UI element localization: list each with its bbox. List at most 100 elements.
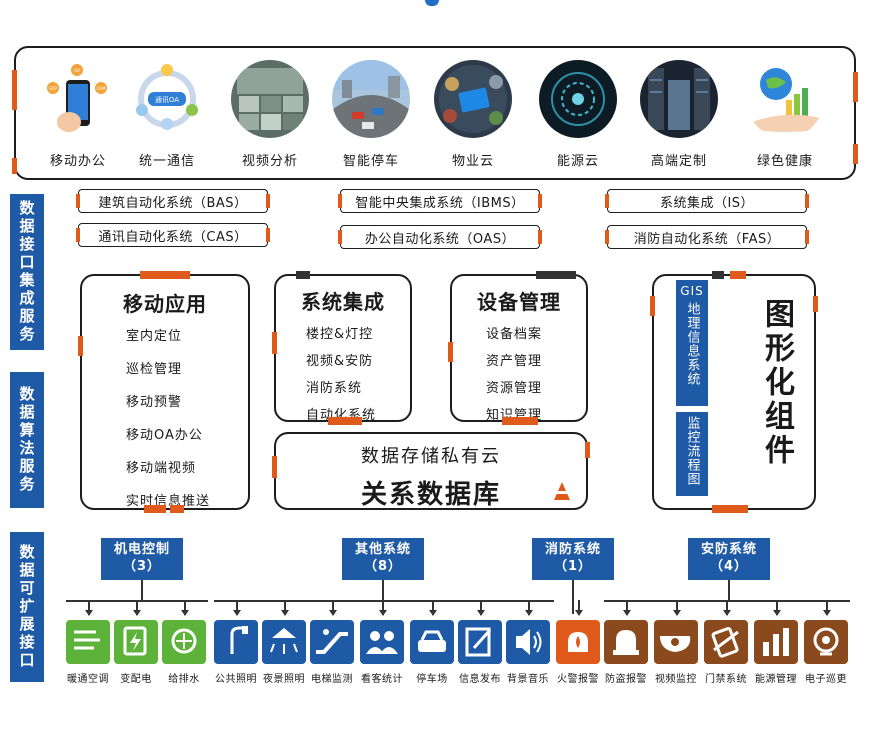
unified-communication-icon: 通讯OA bbox=[128, 60, 206, 138]
device-label: 能源管理 bbox=[755, 674, 797, 685]
smart-parking-icon bbox=[332, 60, 410, 138]
water-supply-icon[interactable] bbox=[162, 620, 206, 664]
top-item-mobile-office[interactable]: ERP OA CRM 移动办公 bbox=[30, 60, 126, 169]
mobile-app-item[interactable]: 巡检管理 bbox=[126, 362, 183, 377]
top-label: 智能停车 bbox=[342, 154, 399, 169]
device-management-item[interactable]: 资源管理 bbox=[486, 381, 543, 396]
system-integration-title: 系统集成 bbox=[301, 290, 385, 314]
category-name: 机电控制 bbox=[113, 542, 170, 557]
escalator-icon[interactable] bbox=[310, 620, 354, 664]
device-label: 变配电 bbox=[120, 674, 152, 685]
visitor-count-icon[interactable] bbox=[360, 620, 404, 664]
pill-fas[interactable]: 消防自动化系统（FAS） bbox=[605, 225, 809, 249]
green-health-icon bbox=[746, 60, 824, 138]
connector-arrow bbox=[575, 610, 583, 616]
top-item-unified-communication[interactable]: 通讯OA 统一通信 bbox=[119, 60, 215, 169]
category-name: 消防系统 bbox=[544, 542, 601, 557]
connector-arrow bbox=[525, 610, 533, 616]
category-fire[interactable]: 消防系统 （1） bbox=[532, 538, 614, 580]
access-control-icon[interactable] bbox=[704, 620, 748, 664]
top-label: 能源云 bbox=[556, 154, 599, 169]
pill-cas[interactable]: 通讯自动化系统（CAS） bbox=[76, 223, 270, 247]
connector-line bbox=[726, 600, 728, 612]
system-integration-item[interactable]: 楼控&灯控 bbox=[306, 327, 374, 342]
top-label: 移动办公 bbox=[49, 154, 106, 169]
device-management-item[interactable]: 设备档案 bbox=[486, 327, 543, 342]
device-label: 电梯监测 bbox=[311, 674, 353, 685]
connector-line bbox=[184, 600, 186, 612]
gis-label: GIS bbox=[680, 284, 704, 298]
patrol-icon[interactable] bbox=[804, 620, 848, 664]
erp-bubble: ERP bbox=[49, 86, 57, 91]
mobile-app-title: 移动应用 bbox=[123, 292, 207, 316]
energy-bars-icon[interactable] bbox=[754, 620, 798, 664]
night-light-icon[interactable] bbox=[262, 620, 306, 664]
mobile-app-item[interactable]: 室内定位 bbox=[126, 329, 183, 344]
info-publish-icon[interactable] bbox=[458, 620, 502, 664]
top-label: 物业云 bbox=[451, 154, 494, 169]
device-label: 视频监控 bbox=[655, 674, 697, 685]
server-room-icon bbox=[640, 60, 718, 138]
top-item-high-end-custom[interactable]: 高端定制 bbox=[631, 60, 727, 169]
storage-subtitle: 数据存储私有云 bbox=[361, 446, 501, 467]
system-integration-item[interactable]: 消防系统 bbox=[306, 381, 363, 396]
oa-text: 通讯OA bbox=[155, 95, 179, 104]
top-item-green-health[interactable]: 绿色健康 bbox=[737, 60, 833, 169]
mobile-app-item[interactable]: 移动预警 bbox=[126, 395, 183, 410]
street-lamp-icon[interactable] bbox=[214, 620, 258, 664]
energy-cloud-icon bbox=[539, 60, 617, 138]
system-integration-box: 系统集成 楼控&灯控 视频&安防 消防系统 自动化系统 bbox=[272, 271, 412, 425]
connector-line bbox=[826, 600, 828, 612]
connector-arrow bbox=[133, 610, 141, 616]
connector-line bbox=[676, 600, 678, 612]
device-management-title: 设备管理 bbox=[477, 290, 561, 314]
burglar-alarm-icon[interactable] bbox=[604, 620, 648, 664]
power-distribution-icon[interactable] bbox=[114, 620, 158, 664]
top-item-energy-cloud[interactable]: 能源云 bbox=[530, 60, 626, 169]
speaker-icon[interactable] bbox=[506, 620, 550, 664]
connector-arrow bbox=[773, 610, 781, 616]
oa-bubble: OA bbox=[74, 68, 80, 73]
connector-arrow bbox=[329, 610, 337, 616]
device-label: 看客统计 bbox=[361, 674, 403, 685]
gis-text: 地理信息系统 bbox=[684, 302, 700, 386]
device-label: 防盗报警 bbox=[605, 674, 647, 685]
top-label: 绿色健康 bbox=[756, 154, 813, 169]
pill-bas[interactable]: 建筑自动化系统（BAS） bbox=[76, 189, 270, 213]
parking-icon[interactable] bbox=[410, 620, 454, 664]
device-label: 信息发布 bbox=[459, 674, 501, 685]
pill-oas[interactable]: 办公自动化系统（OAS） bbox=[338, 225, 542, 249]
connector-line bbox=[88, 600, 90, 612]
top-label: 视频分析 bbox=[241, 154, 298, 169]
top-indicator bbox=[425, 0, 439, 6]
pill-ibms[interactable]: 智能中央集成系统（IBMS） bbox=[338, 189, 542, 213]
gis-panel[interactable]: GIS 地理信息系统 bbox=[676, 280, 708, 406]
top-item-video-analysis[interactable]: 视频分析 bbox=[222, 60, 318, 169]
cone-icon bbox=[554, 482, 570, 500]
top-item-property-cloud[interactable]: 物业云 bbox=[425, 60, 521, 169]
category-count: （4） bbox=[709, 559, 749, 574]
device-label: 背景音乐 bbox=[507, 674, 549, 685]
fire-alarm-icon[interactable] bbox=[556, 620, 600, 664]
pill-is[interactable]: 系统集成（IS） bbox=[605, 189, 809, 213]
mobile-app-item[interactable]: 移动OA办公 bbox=[126, 428, 203, 443]
graphic-component-box: GIS 地理信息系统 监控流程图 图形化组件 bbox=[650, 271, 818, 513]
top-label: 高端定制 bbox=[650, 154, 707, 169]
connector-line bbox=[626, 600, 628, 612]
category-other[interactable]: 其他系统 （8） bbox=[342, 538, 424, 580]
connector-arrow bbox=[181, 610, 189, 616]
crm-bubble: CRM bbox=[96, 86, 106, 91]
system-integration-item[interactable]: 视频&安防 bbox=[306, 354, 374, 369]
hvac-icon[interactable] bbox=[66, 620, 110, 664]
top-item-smart-parking[interactable]: 智能停车 bbox=[323, 60, 419, 169]
mobile-app-item[interactable]: 移动端视频 bbox=[126, 461, 197, 476]
camera-icon[interactable] bbox=[654, 620, 698, 664]
device-management-item[interactable]: 资产管理 bbox=[486, 354, 543, 369]
monitor-flow-panel[interactable]: 监控流程图 bbox=[676, 412, 708, 496]
category-mep[interactable]: 机电控制 （3） bbox=[101, 538, 183, 580]
category-security[interactable]: 安防系统 （4） bbox=[688, 538, 770, 580]
connector-line bbox=[136, 600, 138, 612]
mobile-office-icon: ERP OA CRM bbox=[39, 60, 117, 138]
video-analysis-icon bbox=[231, 60, 309, 138]
connector-line bbox=[528, 600, 530, 612]
